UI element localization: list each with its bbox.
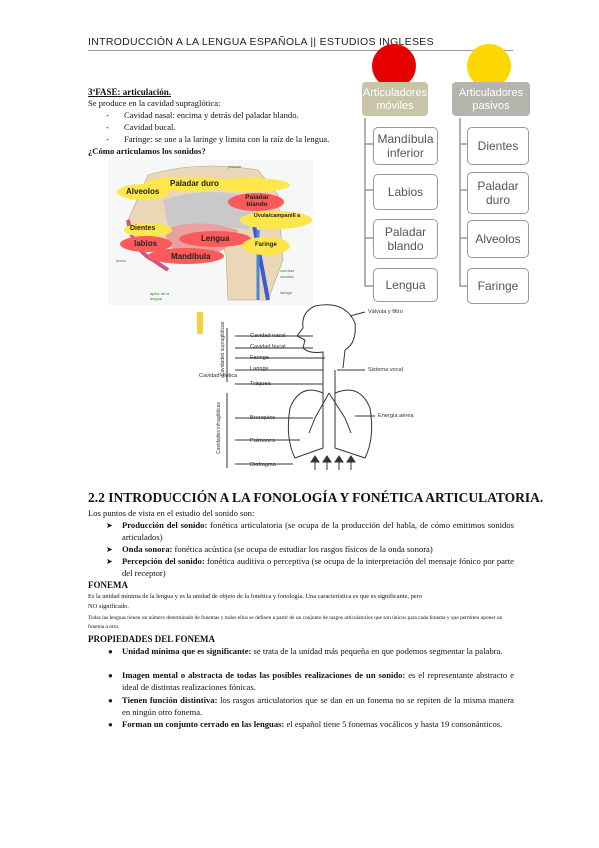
label-uvula: Úvula/campanill a [253,213,301,219]
fonema-def-2: NO significado. [88,603,129,610]
property-item: ●Tienen función distintiva: los rasgos a… [108,695,514,717]
red-circle [372,44,416,88]
propiedades-title: PROPIEDADES DEL FONEMA [88,634,216,644]
property-item: ●Unidad mínima que es significante: se t… [108,646,503,656]
property-item: ●Imagen mental o abstracta de todas las … [108,670,514,692]
label-cav-bucal: Cavidad bucal [250,344,286,350]
box-lengua: Lengua [373,268,438,302]
property-item: ●Forman un conjunto cerrado en las lengu… [108,719,503,729]
label-paladar-duro: Paladar duro [170,179,219,188]
label-cav-glotica: Cavidad glótica [199,373,238,379]
fig1-label-bubbles [117,177,312,264]
label-pulmones: Pulmones [250,438,275,444]
label-bronquios: Bronquios [250,415,276,421]
box-alveolos: Alveolos [467,220,529,258]
fase-item: -Cavidad bucal. [106,122,176,132]
svg-text:cuerdas: cuerdas [280,268,294,273]
label-cav-nasal: Cavidad nasal [250,333,286,339]
label-dientes: Dientes [130,225,156,232]
fase-item: -Cavidad nasal: encima y detrás del pala… [106,110,299,120]
box-faringe: Faringe [467,268,529,304]
fase-question: ¿Cómo articulamos los sonidos? [88,146,206,156]
svg-text:lengua: lengua [150,296,163,301]
label-laringe: Laringe [250,366,269,372]
label-traquea: Tráquea [250,381,271,387]
label-paladar-blando: Paladar blando [245,194,269,208]
svg-text:vocales: vocales [280,274,294,279]
svg-text:ápice de la: ápice de la [150,291,170,296]
moviles-header: Articuladores móviles [362,82,428,116]
label-alveolos: Alveolos [126,187,160,196]
point-item: ➤Onda sonora: fonética acústica (se ocup… [106,544,433,554]
point-item: ➤Producción del sonido: fonética articul… [106,520,514,542]
fase-item: -Faringe: se une a la laringe y limita c… [106,134,330,144]
label-diafragma: Diafragma [250,462,276,468]
fase-title: 3ªFASE: articulación. [88,87,172,97]
box-paladar-duro: Paladar duro [467,172,529,214]
pasivos-header: Articuladores pasivos [452,82,530,116]
box-labios: Labios [373,174,438,210]
label-supraglot: Cavidades supraglóticas [220,321,226,377]
label-faringe-2: Faringe [250,355,269,361]
box-paladar-blando: Paladar blando [373,219,438,259]
section-intro: Los puntos de vista en el estudio del so… [88,508,255,518]
yellow-strip [197,312,203,334]
label-lengua: Lengua [201,234,230,243]
connector-lines [364,118,467,287]
label-labios: labios [134,239,158,248]
label-valvula: Válvula y filtro [368,309,403,315]
box-dientes: Dientes [467,127,529,165]
header-rule [88,50,513,51]
label-energia: Energía aérea [378,413,414,419]
point-item: ➤Percepción del sonido: fonética auditiv… [106,556,515,578]
box-mandibula: Mandíbula inferior [373,127,438,165]
svg-text:paladar: paladar [228,164,242,169]
page-header: INTRODUCCIÓN A LA LENGUA ESPAÑOLA || EST… [88,36,434,48]
label-mandibula: Mandíbula [171,252,211,261]
label-faringe: Faringe [255,242,277,248]
fonema-title: FONEMA [88,580,128,590]
fase-intro: Se produce en la cavidad supraglótica: [88,98,221,108]
svg-text:dorso: dorso [116,258,127,263]
fonema-def-1: Es la unidad mínima de la lengua y es la… [88,593,422,600]
svg-text:laringe: laringe [280,290,293,295]
respiratory-system-drawing [226,304,375,470]
yellow-circle [467,44,511,88]
section-title: 2.2 INTRODUCCIÓN A LA FONOLOGÍA Y FONÉTI… [88,490,544,505]
label-infraglot: Cavidades infraglóticas [216,402,222,454]
label-sistema-vocal: Sistema vocal [368,367,403,373]
fonema-note: Todas las lenguas tienen un número deter… [88,615,503,630]
